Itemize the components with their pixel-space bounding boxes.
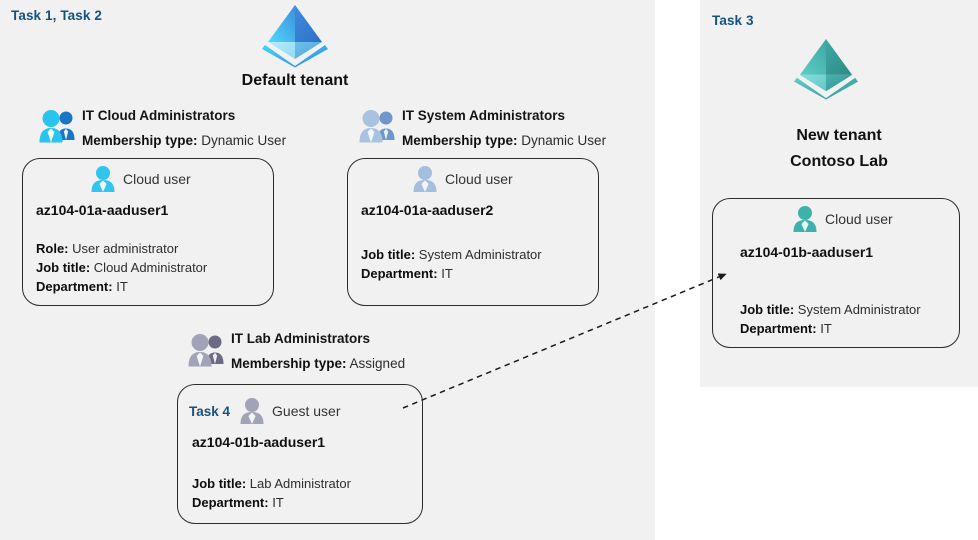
user-card-header: Cloud user <box>412 165 513 193</box>
attr-department: Department: IT <box>740 319 921 338</box>
attr-job-title: Job title: Lab Administrator <box>192 474 351 493</box>
user-kind-label: Guest user <box>272 403 341 419</box>
user-card-az104-01a-aaduser2[interactable] <box>347 158 599 306</box>
membership-type-value: Assigned <box>349 356 406 371</box>
user-attributes: Role: User administrator Job title: Clou… <box>36 239 207 296</box>
user-kind-label: Cloud user <box>445 171 513 187</box>
user-kind-label: Cloud user <box>123 171 191 187</box>
attr-job-title-label: Job title: <box>192 476 247 491</box>
attr-job-title-value: System Administrator <box>797 302 921 317</box>
user-card-header: Cloud user <box>792 205 893 233</box>
new-tenant-title-line1: New tenant <box>796 127 882 144</box>
group-users-icon <box>188 334 224 367</box>
group-title-it-lab-administrators: IT Lab Administrators <box>231 331 371 346</box>
user-card-new-tenant-az104-01b-aaduser1[interactable] <box>712 198 960 348</box>
attr-role: Role: User administrator <box>36 239 207 258</box>
user-attributes: Job title: Lab Administrator Department:… <box>192 474 351 512</box>
attr-department-value: IT <box>820 321 832 336</box>
user-kind-label: Cloud user <box>825 211 893 227</box>
attr-job-title-value: Lab Administrator <box>249 476 351 491</box>
attr-job-title: Job title: System Administrator <box>740 300 921 319</box>
attr-job-title-label: Job title: <box>740 302 795 317</box>
user-card-az104-01a-aaduser1[interactable] <box>22 158 274 306</box>
user-name-az104-01a-aaduser1: az104-01a-aaduser1 <box>36 202 169 218</box>
attr-role-value: User administrator <box>72 241 179 256</box>
user-name-guest-az104-01b-aaduser1: az104-01b-aaduser1 <box>192 434 326 450</box>
guest-user-icon <box>240 398 264 424</box>
group-title-it-system-administrators: IT System Administrators <box>402 108 566 123</box>
group-users-icon <box>39 110 75 143</box>
cloud-user-icon <box>793 206 817 232</box>
task-label-3: Task 3 <box>712 13 754 28</box>
membership-type-value: Dynamic User <box>521 133 607 148</box>
user-attributes: Job title: System Administrator Departme… <box>740 300 921 338</box>
attr-job-title: Job title: System Administrator <box>361 245 542 264</box>
group-membership-it-lab-administrators: Membership type: Assigned <box>231 356 405 371</box>
cloud-user-icon <box>413 166 437 192</box>
azure-ad-tenant-icon <box>794 38 858 100</box>
group-membership-it-system-administrators: Membership type: Dynamic User <box>402 133 606 148</box>
user-name-az104-01a-aaduser2: az104-01a-aaduser2 <box>361 202 494 218</box>
task-label-4: Task 4 <box>189 403 231 419</box>
user-card-header: Task 4 Guest user <box>189 397 341 425</box>
azure-ad-tenant-icon <box>262 5 328 68</box>
attr-department-label: Department: <box>192 495 269 510</box>
membership-type-label: Membership type: <box>231 356 347 371</box>
attr-department-label: Department: <box>740 321 817 336</box>
attr-job-title: Job title: Cloud Administrator <box>36 258 207 277</box>
attr-job-title-label: Job title: <box>36 260 91 275</box>
membership-type-label: Membership type: <box>82 133 198 148</box>
user-attributes: Job title: System Administrator Departme… <box>361 245 542 283</box>
attr-role-label: Role: <box>36 241 69 256</box>
user-name-new-tenant-az104-01b-aaduser1: az104-01b-aaduser1 <box>740 244 874 260</box>
group-title-it-cloud-administrators: IT Cloud Administrators <box>82 108 236 123</box>
membership-type-value: Dynamic User <box>201 133 287 148</box>
attr-department-value: IT <box>116 279 128 294</box>
group-membership-it-cloud-administrators: Membership type: Dynamic User <box>82 133 286 148</box>
default-tenant-title: Default tenant <box>241 72 349 89</box>
membership-type-label: Membership type: <box>402 133 518 148</box>
user-card-header: Cloud user <box>90 165 191 193</box>
attr-job-title-value: System Administrator <box>418 247 542 262</box>
user-card-guest-az104-01b-aaduser1[interactable] <box>177 384 423 524</box>
cloud-user-icon <box>91 166 115 192</box>
attr-job-title-value: Cloud Administrator <box>93 260 208 275</box>
default-tenant-panel <box>0 0 655 540</box>
task-label-1-2: Task 1, Task 2 <box>11 8 102 23</box>
attr-department-value: IT <box>272 495 284 510</box>
attr-department-label: Department: <box>361 266 438 281</box>
attr-department-value: IT <box>441 266 453 281</box>
group-users-icon <box>359 110 395 143</box>
new-tenant-title-line2: Contoso Lab <box>790 153 888 170</box>
attr-job-title-label: Job title: <box>361 247 416 262</box>
attr-department: Department: IT <box>361 264 542 283</box>
attr-department-label: Department: <box>36 279 113 294</box>
attr-department: Department: IT <box>192 493 351 512</box>
attr-department: Department: IT <box>36 277 207 296</box>
